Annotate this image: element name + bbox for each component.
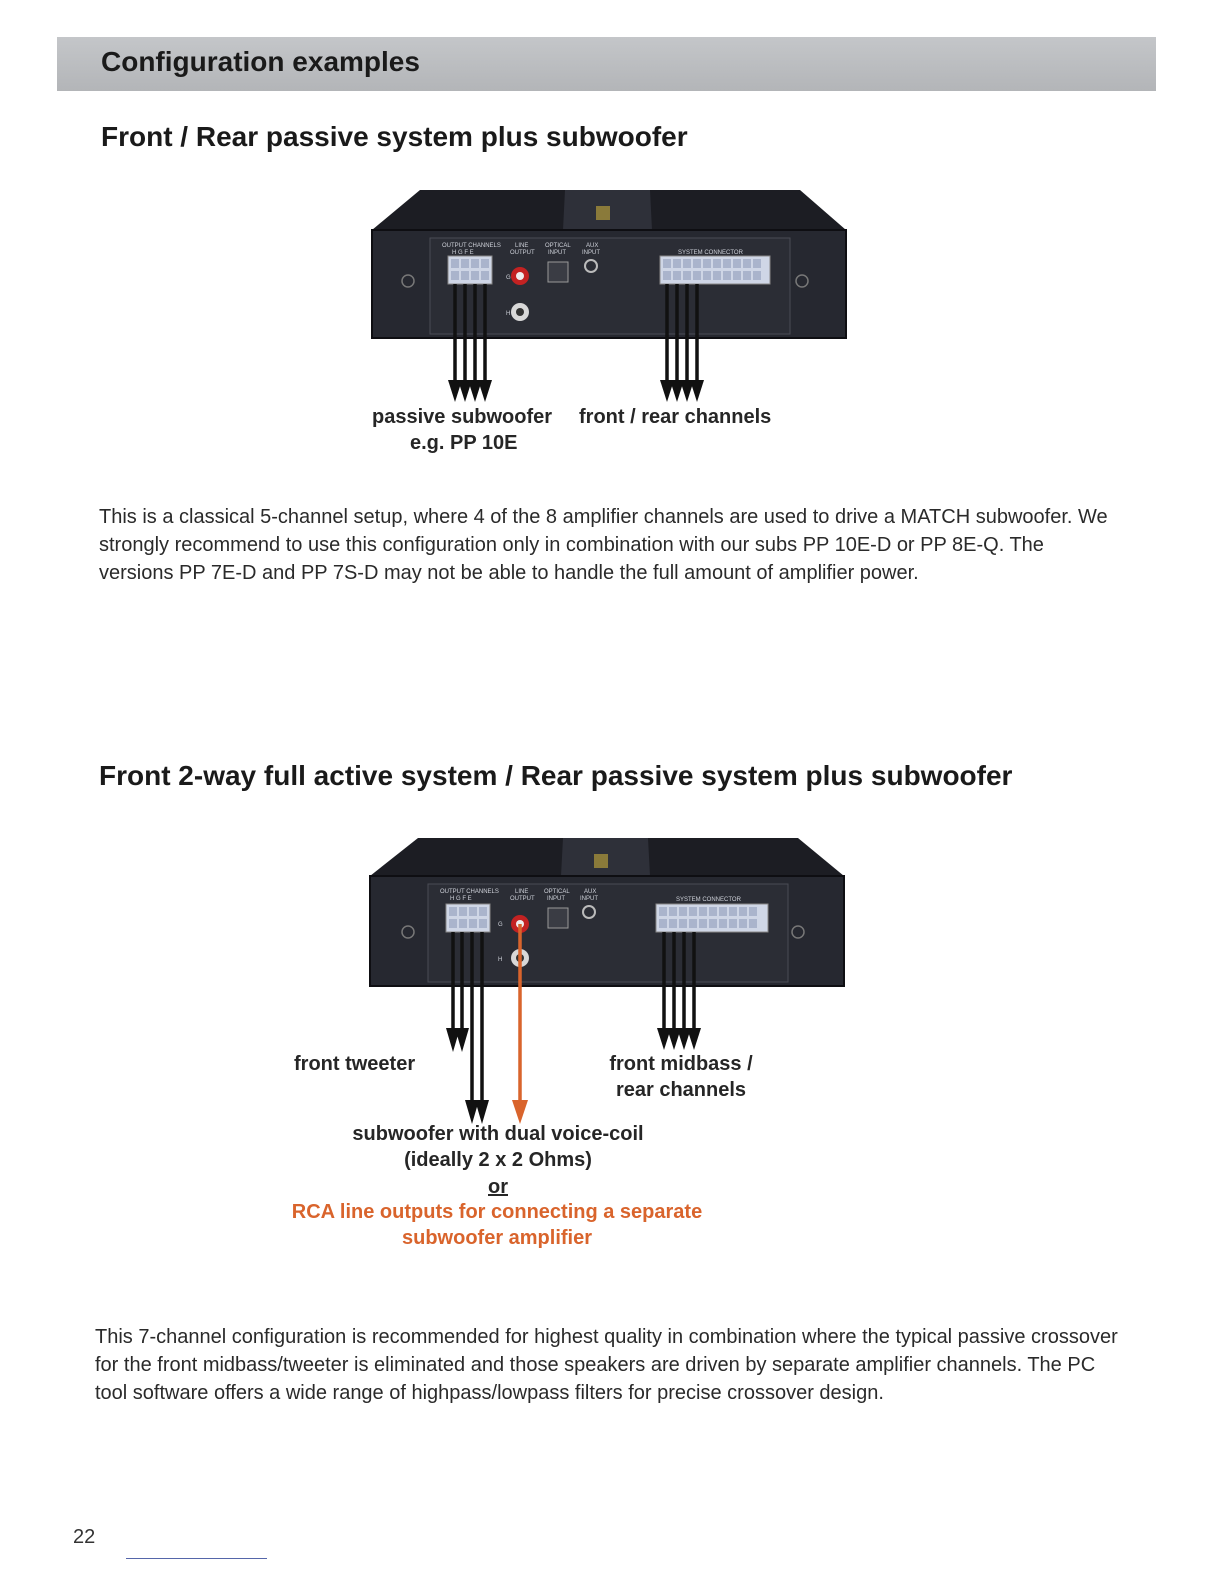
- panel-output-channels: OUTPUT CHANNELS: [442, 243, 501, 249]
- label-ideally-2x2: (ideally 2 x 2 Ohms): [298, 1149, 698, 1172]
- label-pp10e: e.g. PP 10E: [410, 432, 517, 455]
- panel2-output-channels: OUTPUT CHANNELS: [440, 889, 499, 895]
- panel-channel-letters: H G F E: [452, 250, 474, 256]
- section1-title: Front / Rear passive system plus subwoof…: [101, 121, 688, 153]
- label-or: or: [298, 1176, 698, 1199]
- panel-optical: OPTICAL: [545, 243, 571, 249]
- panel2-g: G: [498, 922, 503, 928]
- amplifier-diagram-1: OUTPUT CHANNELS H G F E LINE OUTPUT OPTI…: [360, 180, 860, 410]
- panel-aux-input: INPUT: [582, 250, 600, 256]
- section1-paragraph: This is a classical 5-channel setup, whe…: [99, 503, 1119, 587]
- label-subwoofer-amplifier: subwoofer amplifier: [247, 1227, 747, 1250]
- label-rear-channels: rear channels: [583, 1079, 779, 1102]
- panel2-output: OUTPUT: [510, 896, 535, 902]
- panel2-h: H: [498, 957, 502, 963]
- panel2-optical: OPTICAL: [544, 889, 570, 895]
- panel-g: G: [506, 275, 511, 281]
- panel2-input: INPUT: [547, 896, 565, 902]
- panel-line: LINE: [515, 243, 528, 249]
- section2-paragraph: This 7-channel configuration is recommen…: [95, 1323, 1125, 1407]
- panel-output: OUTPUT: [510, 250, 535, 256]
- label-front-midbass: front midbass /: [583, 1053, 779, 1076]
- panel-input: INPUT: [548, 250, 566, 256]
- panel2-channel-letters: H G F E: [450, 896, 472, 902]
- page-header-title: Configuration examples: [101, 46, 420, 78]
- panel-aux: AUX: [586, 243, 598, 249]
- label-rca-line-outputs: RCA line outputs for connecting a separa…: [247, 1201, 747, 1224]
- panel2-aux: AUX: [584, 889, 596, 895]
- label-passive-subwoofer: passive subwoofer: [372, 406, 552, 429]
- panel-system-connector: SYSTEM CONNECTOR: [678, 250, 744, 256]
- label-subwoofer-dual-coil: subwoofer with dual voice-coil: [298, 1123, 698, 1146]
- section2-title: Front 2-way full active system / Rear pa…: [99, 760, 1012, 792]
- header-bar: Configuration examples: [57, 37, 1156, 91]
- panel-h: H: [506, 311, 510, 317]
- panel2-system-connector: SYSTEM CONNECTOR: [676, 897, 742, 903]
- footer-rule: [126, 1558, 267, 1559]
- label-front-tweeter: front tweeter: [294, 1053, 415, 1076]
- panel2-line: LINE: [515, 889, 528, 895]
- label-front-rear-channels: front / rear channels: [579, 406, 771, 429]
- panel2-aux-input: INPUT: [580, 896, 598, 902]
- page-number: 22: [73, 1526, 95, 1549]
